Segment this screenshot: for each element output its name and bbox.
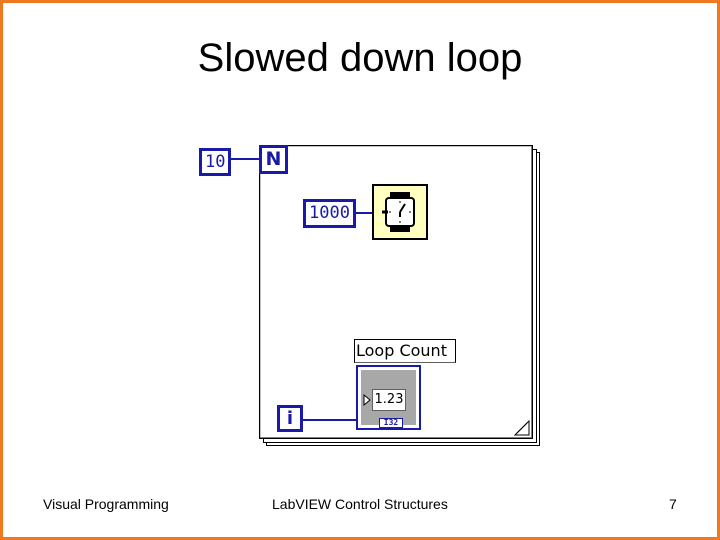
indicator-value: 1.23 [372, 389, 406, 411]
iteration-terminal[interactable]: i [277, 405, 303, 432]
slide-title: Slowed down loop [197, 36, 523, 80]
footer-left: Visual Programming [43, 496, 169, 512]
indicator-label: Loop Count [354, 339, 456, 363]
indicator-body: 1.23 I32 [361, 370, 416, 428]
loop-count-indicator[interactable]: 1.23 I32 [356, 365, 421, 430]
wait-wire[interactable] [356, 212, 373, 214]
count-terminal[interactable]: N [259, 145, 288, 174]
iteration-wire[interactable] [303, 419, 356, 421]
wait-ms-watch-icon[interactable] [372, 184, 428, 240]
footer-center: LabVIEW Control Structures [272, 496, 448, 512]
input-arrow-icon [363, 394, 371, 406]
indicator-type-badge: I32 [379, 418, 403, 428]
page-number: 7 [669, 496, 677, 512]
count-wire[interactable] [231, 158, 260, 160]
count-constant[interactable]: 10 [199, 148, 231, 176]
wait-constant[interactable]: 1000 [303, 199, 356, 228]
resize-corner-icon[interactable] [514, 420, 530, 436]
